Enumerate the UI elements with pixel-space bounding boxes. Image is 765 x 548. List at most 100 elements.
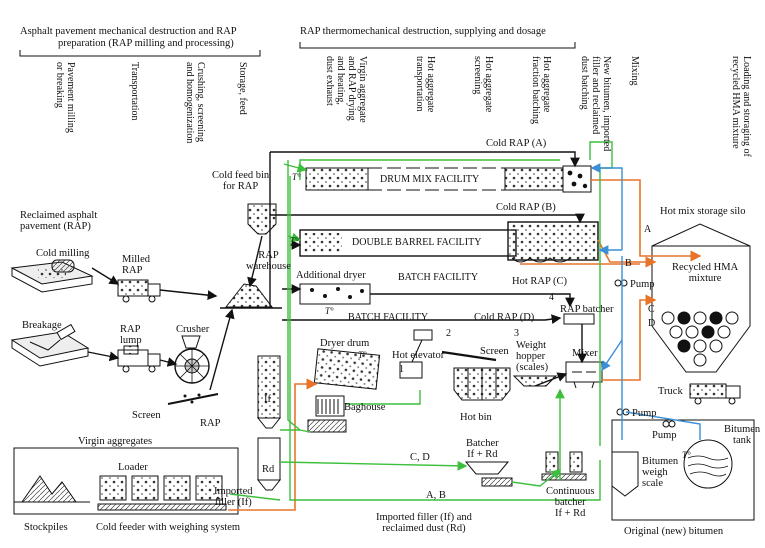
baghouse (307, 395, 347, 433)
temperature-markers: T° T° T° T° T° (290, 172, 691, 460)
cold-milling-illustration (10, 259, 94, 293)
hot-mix-silo-label: Hot mix storage silo (660, 206, 746, 217)
stage-hot-transport: Hot aggregate transportation (414, 56, 436, 113)
rap-batcher-label: RAP batcher (560, 304, 614, 315)
svg-text:T°: T° (290, 236, 299, 246)
step-1: 1 (399, 364, 404, 375)
cold-rap-a-label: Cold RAP (A) (486, 138, 547, 149)
double-barrel-facility (299, 221, 599, 263)
hot-rap-c-label: Hot RAP (C) (512, 276, 568, 287)
virgin-aggregates-box (13, 447, 239, 515)
pump-label-2: Pump (632, 408, 657, 419)
stockpiles (14, 475, 90, 503)
hot-bin-label: Hot bin (460, 412, 492, 423)
crusher-label: Crusher (176, 324, 210, 335)
cold-feeder (97, 475, 227, 511)
drum-mix-label: DRUM MIX FACILITY (380, 174, 480, 185)
svg-text:T°: T° (682, 450, 691, 460)
hot-mix-silo (651, 223, 751, 373)
svg-text:T°: T° (292, 172, 301, 182)
hot-elevator (399, 329, 433, 379)
pump-label-1: Pump (630, 279, 655, 290)
breakage-illustration (10, 323, 90, 367)
section1-bracket (19, 50, 261, 57)
svg-text:T°: T° (325, 306, 334, 316)
screen-mid-label: Screen (480, 346, 509, 357)
orange-flows (228, 179, 702, 511)
stage-storage-feed: Storage, feed (237, 62, 248, 115)
original-bitumen-box (611, 419, 755, 521)
stockpiles-label: Stockpiles (24, 522, 68, 533)
rd-label: Rd (262, 464, 275, 475)
batch-facility-label-1: BATCH FACILITY (398, 272, 479, 283)
stage-drying: Virgin aggregate and RAP drying and heat… (324, 56, 368, 123)
step-3: 3 (514, 328, 519, 339)
stage-hot-screening: Hot aggregate screening (472, 56, 494, 113)
section1-header-line1: Asphalt pavement mechanical destruction … (20, 26, 237, 37)
route-d: D (648, 318, 655, 329)
stage-bitumen-batching: New bitumen, imported filler and reclaim… (579, 56, 612, 152)
step-2: 2 (446, 328, 451, 339)
hot-bin (453, 367, 511, 401)
ab-route-label: A, B (426, 490, 446, 501)
section2-bracket (299, 42, 576, 49)
dryer-drum (313, 348, 381, 390)
route-a: A (644, 224, 652, 235)
stage-mixing: Mixing (629, 56, 640, 86)
mixer-label: Mixer (572, 348, 598, 359)
pump-label-3: Pump (652, 430, 677, 441)
batch-facility-label-2: BATCH FACILITY (348, 312, 429, 323)
cold-milling-label: Cold milling (36, 248, 90, 259)
stage-loading: Loading and storaging of recycled HMA mi… (730, 56, 752, 157)
breakage-label: Breakage (22, 320, 62, 331)
dryer-drum-label: Dryer drum (320, 338, 370, 349)
truck-label: Truck (658, 386, 683, 397)
original-bitumen-label: Original (new) bitumen (624, 526, 724, 537)
rap-batcher (563, 313, 595, 325)
rap-warehouse (220, 283, 282, 309)
batcher-if-rd (464, 461, 513, 487)
cold-rap-d-label: Cold RAP (D) (474, 312, 535, 323)
cold-rap-b-label: Cold RAP (B) (496, 202, 556, 213)
additional-dryer (299, 283, 371, 305)
screen-mid (441, 350, 497, 362)
stage-pavement-milling: Pavement milling or breaking (54, 62, 76, 133)
cold-feeder-label: Cold feeder with weighing system (96, 522, 241, 533)
stage-transportation: Transportation (129, 62, 140, 121)
bitumen-tank (683, 439, 733, 489)
cold-feed-bin (247, 203, 277, 235)
rap-left-label: RAP (200, 418, 221, 429)
bitumen-weigh-scale (611, 451, 639, 497)
screen-left-label: Screen (132, 410, 161, 421)
route-b: B (625, 258, 632, 269)
black-flows (87, 151, 587, 391)
filler-silos (256, 355, 282, 491)
screen-left (167, 393, 219, 405)
green-flows (229, 141, 613, 501)
hma-truck (689, 383, 741, 405)
stage-fraction-batching: Hot aggregate fraction batching (530, 56, 552, 125)
svg-text:T°: T° (358, 350, 367, 360)
crusher (174, 335, 210, 384)
hot-elevator-label: Hot elevator (392, 350, 445, 361)
stage-crushing: Crushing, screening and homogenization (184, 62, 206, 144)
if-label: If (264, 394, 271, 405)
additional-dryer-label: Additional dryer (296, 270, 366, 281)
cd-route-label: C, D (410, 452, 430, 463)
blue-flows (590, 163, 701, 440)
continuous-batcher (541, 451, 587, 481)
virgin-aggregates-label: Virgin aggregates (78, 436, 153, 447)
route-c: C (648, 304, 655, 315)
mixer (565, 361, 603, 389)
